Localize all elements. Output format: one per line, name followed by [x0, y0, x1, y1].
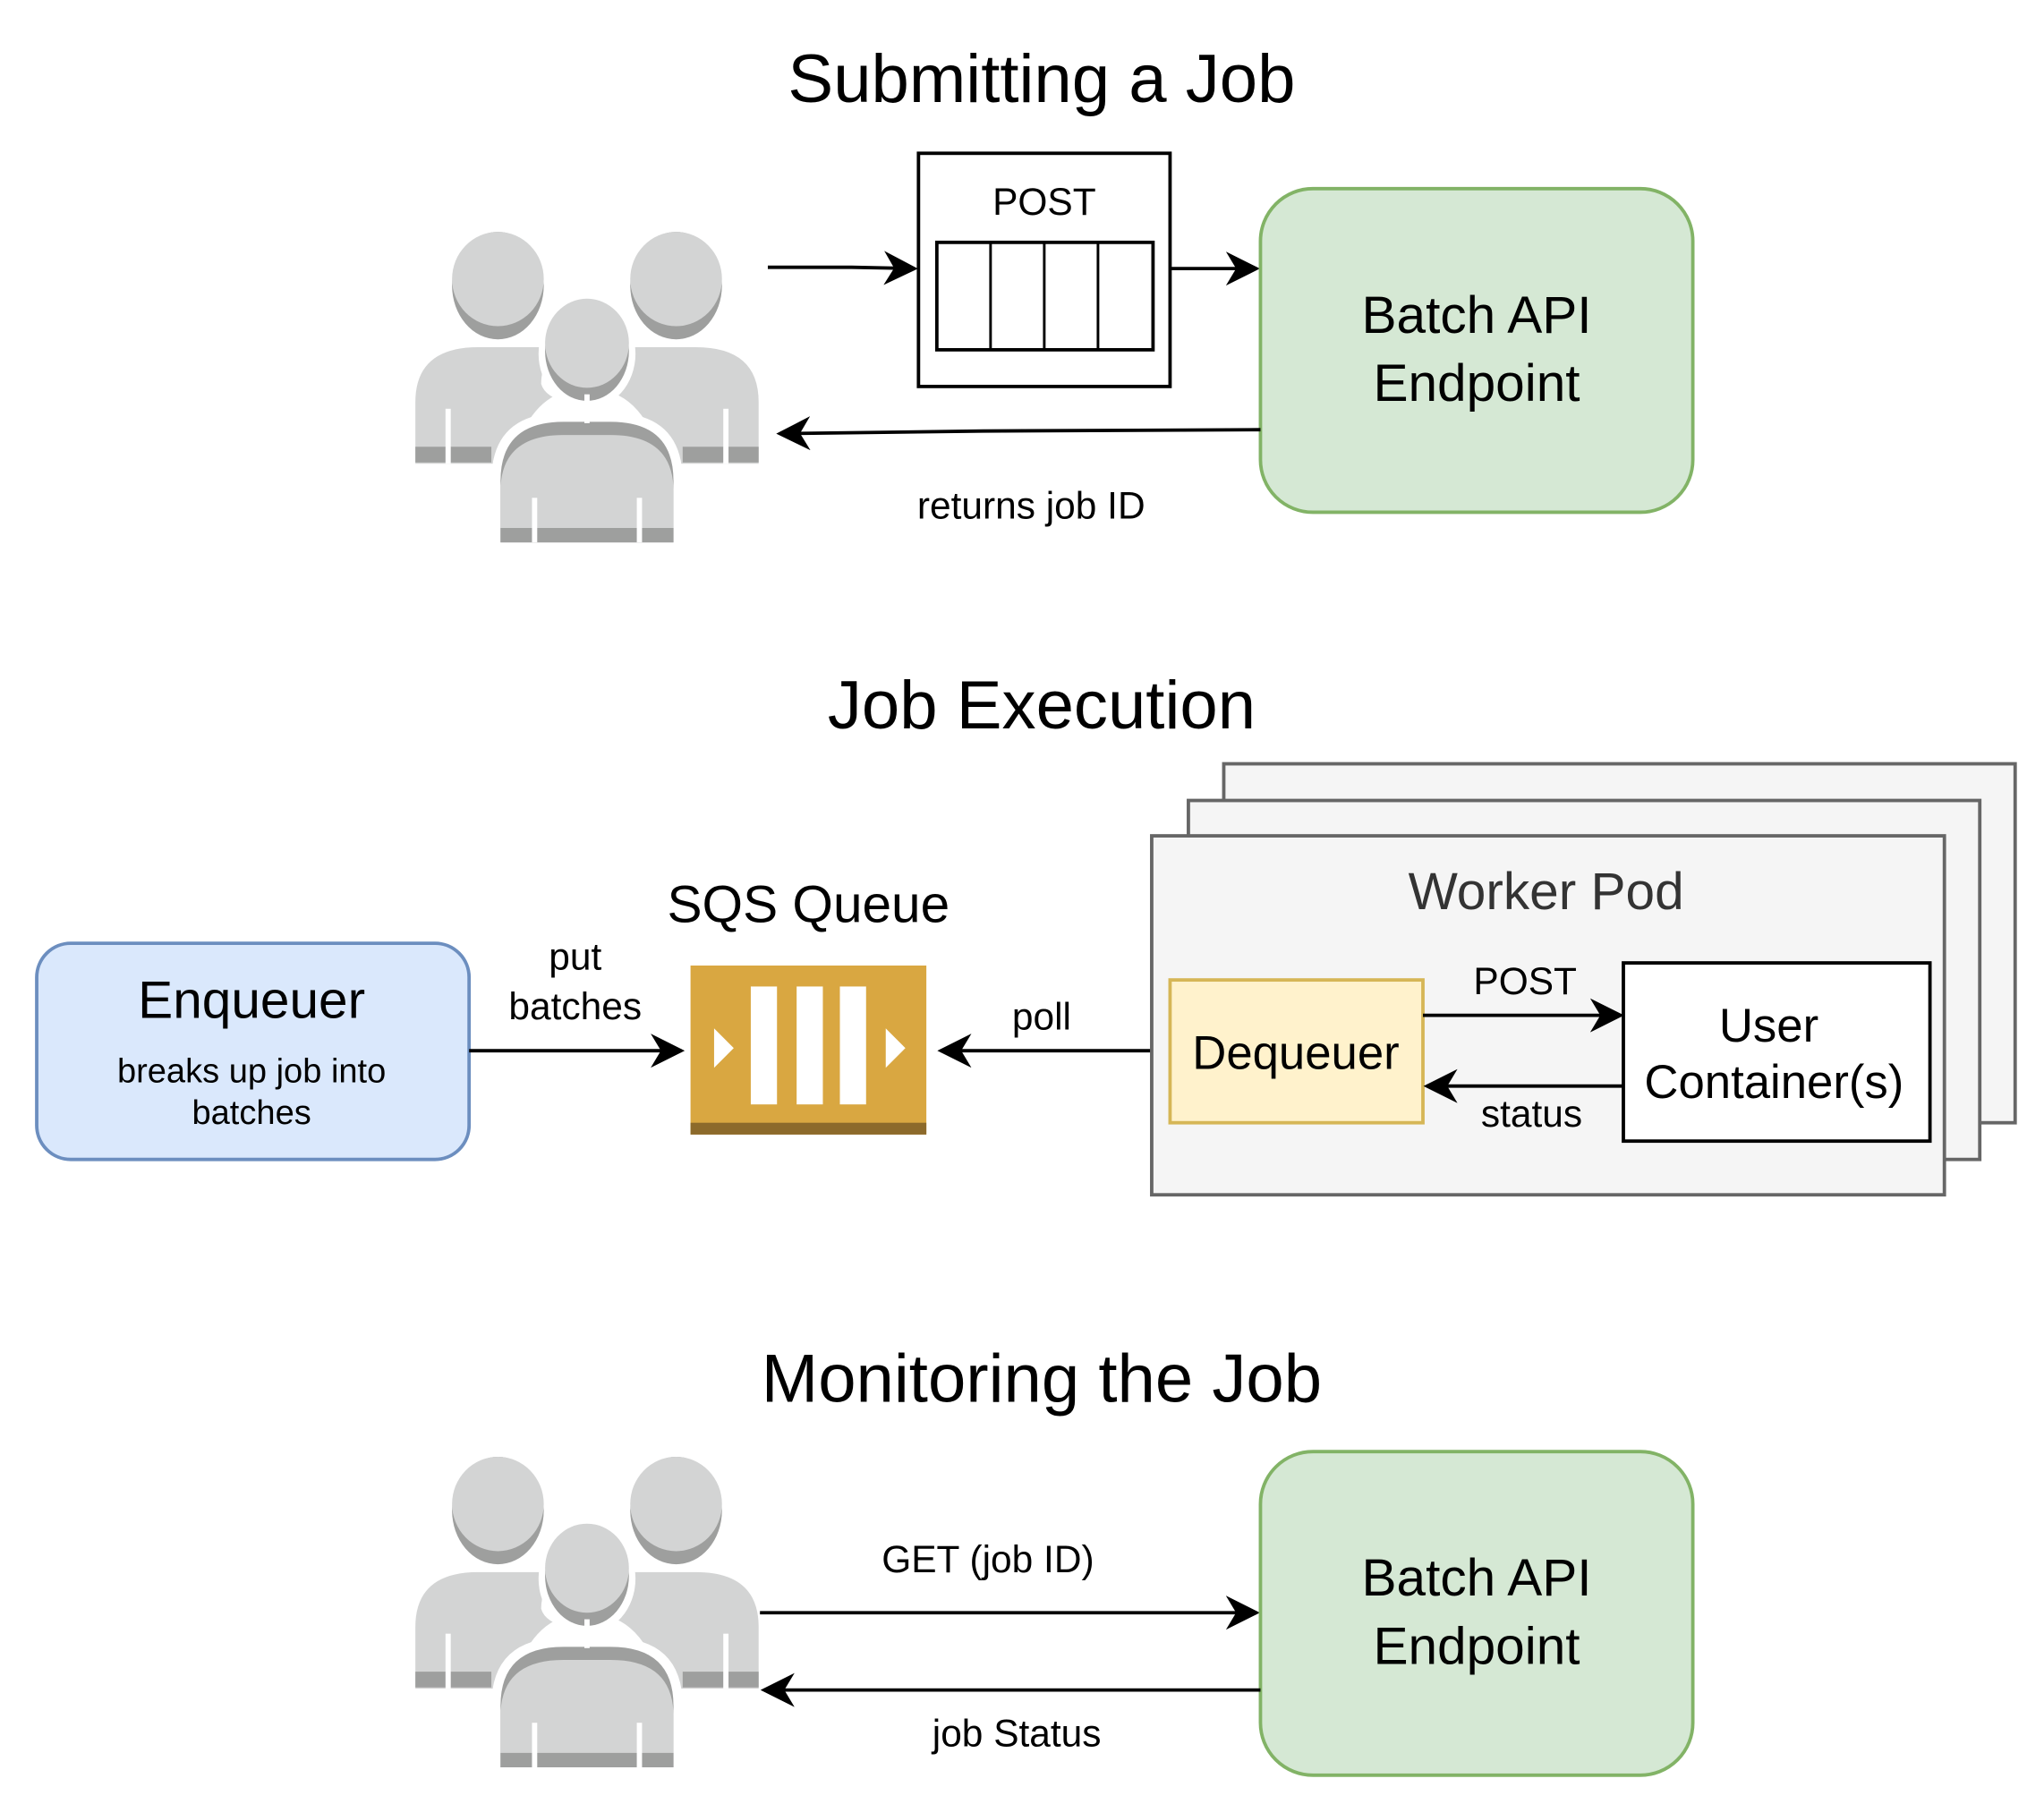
user-container-line-1: User [1719, 1000, 1818, 1052]
users-group-icon [415, 1457, 759, 1768]
enqueuer-box: Enqueuer breaks up job into batches [35, 941, 472, 1162]
job-status-label: job Status [931, 1713, 1102, 1755]
put-batches-label-line-1: put [549, 935, 601, 977]
api-box-line-1: Batch API [1361, 286, 1591, 345]
status-label: status [1481, 1093, 1582, 1135]
section-monitor: Monitoring the Job GET (job ID) Batch AP… [415, 1341, 1695, 1777]
returns-job-id-label: returns job ID [917, 485, 1145, 527]
post-request-box: POST [916, 151, 1172, 388]
users-group-icon [415, 232, 759, 543]
sqs-queue-icon [690, 966, 927, 1135]
sqs-queue-label: SQS Queue [668, 876, 950, 934]
section-title-execution: Job Execution [828, 668, 1256, 744]
section-title-submit: Submitting a Job [788, 41, 1295, 117]
get-job-id-label: GET (job ID) [881, 1538, 1094, 1580]
api-box-monitor-line-2: Endpoint [1373, 1617, 1580, 1675]
enqueuer-title: Enqueuer [138, 972, 365, 1030]
section-execution: Job Execution Enqueuer breaks up job int… [35, 668, 2017, 1197]
api-box-line-2: Endpoint [1373, 354, 1580, 413]
put-batches-label-line-2: batches [508, 985, 642, 1027]
edge-api-returns-job-id [776, 416, 1261, 451]
dequeuer-box: Dequeuer [1168, 978, 1425, 1125]
section-submit: Submitting a Job POST Batch API Endpoint… [415, 41, 1695, 543]
batch-queue-icon [934, 240, 1155, 352]
user-container-line-2: Container(s) [1644, 1056, 1903, 1109]
post-request-label: POST [992, 181, 1096, 223]
worker-pod-stack: Worker Pod Dequeuer POST status User Con… [1150, 762, 2017, 1197]
poll-label: poll [1012, 996, 1071, 1038]
enqueuer-desc-line-2: batches [192, 1094, 311, 1132]
dequeuer-label: Dequeuer [1192, 1027, 1399, 1080]
api-box-monitor-line-1: Batch API [1361, 1549, 1591, 1607]
user-container-box: User Container(s) [1622, 961, 1932, 1144]
batch-api-endpoint-box: Batch API Endpoint [1258, 186, 1695, 515]
worker-pod-title: Worker Pod [1409, 863, 1684, 921]
dequeuer-post-label: POST [1473, 960, 1577, 1002]
section-title-monitor: Monitoring the Job [762, 1341, 1322, 1417]
enqueuer-desc-line-1: breaks up job into [117, 1052, 386, 1090]
batch-api-endpoint-box-monitor: Batch API Endpoint [1258, 1450, 1695, 1777]
